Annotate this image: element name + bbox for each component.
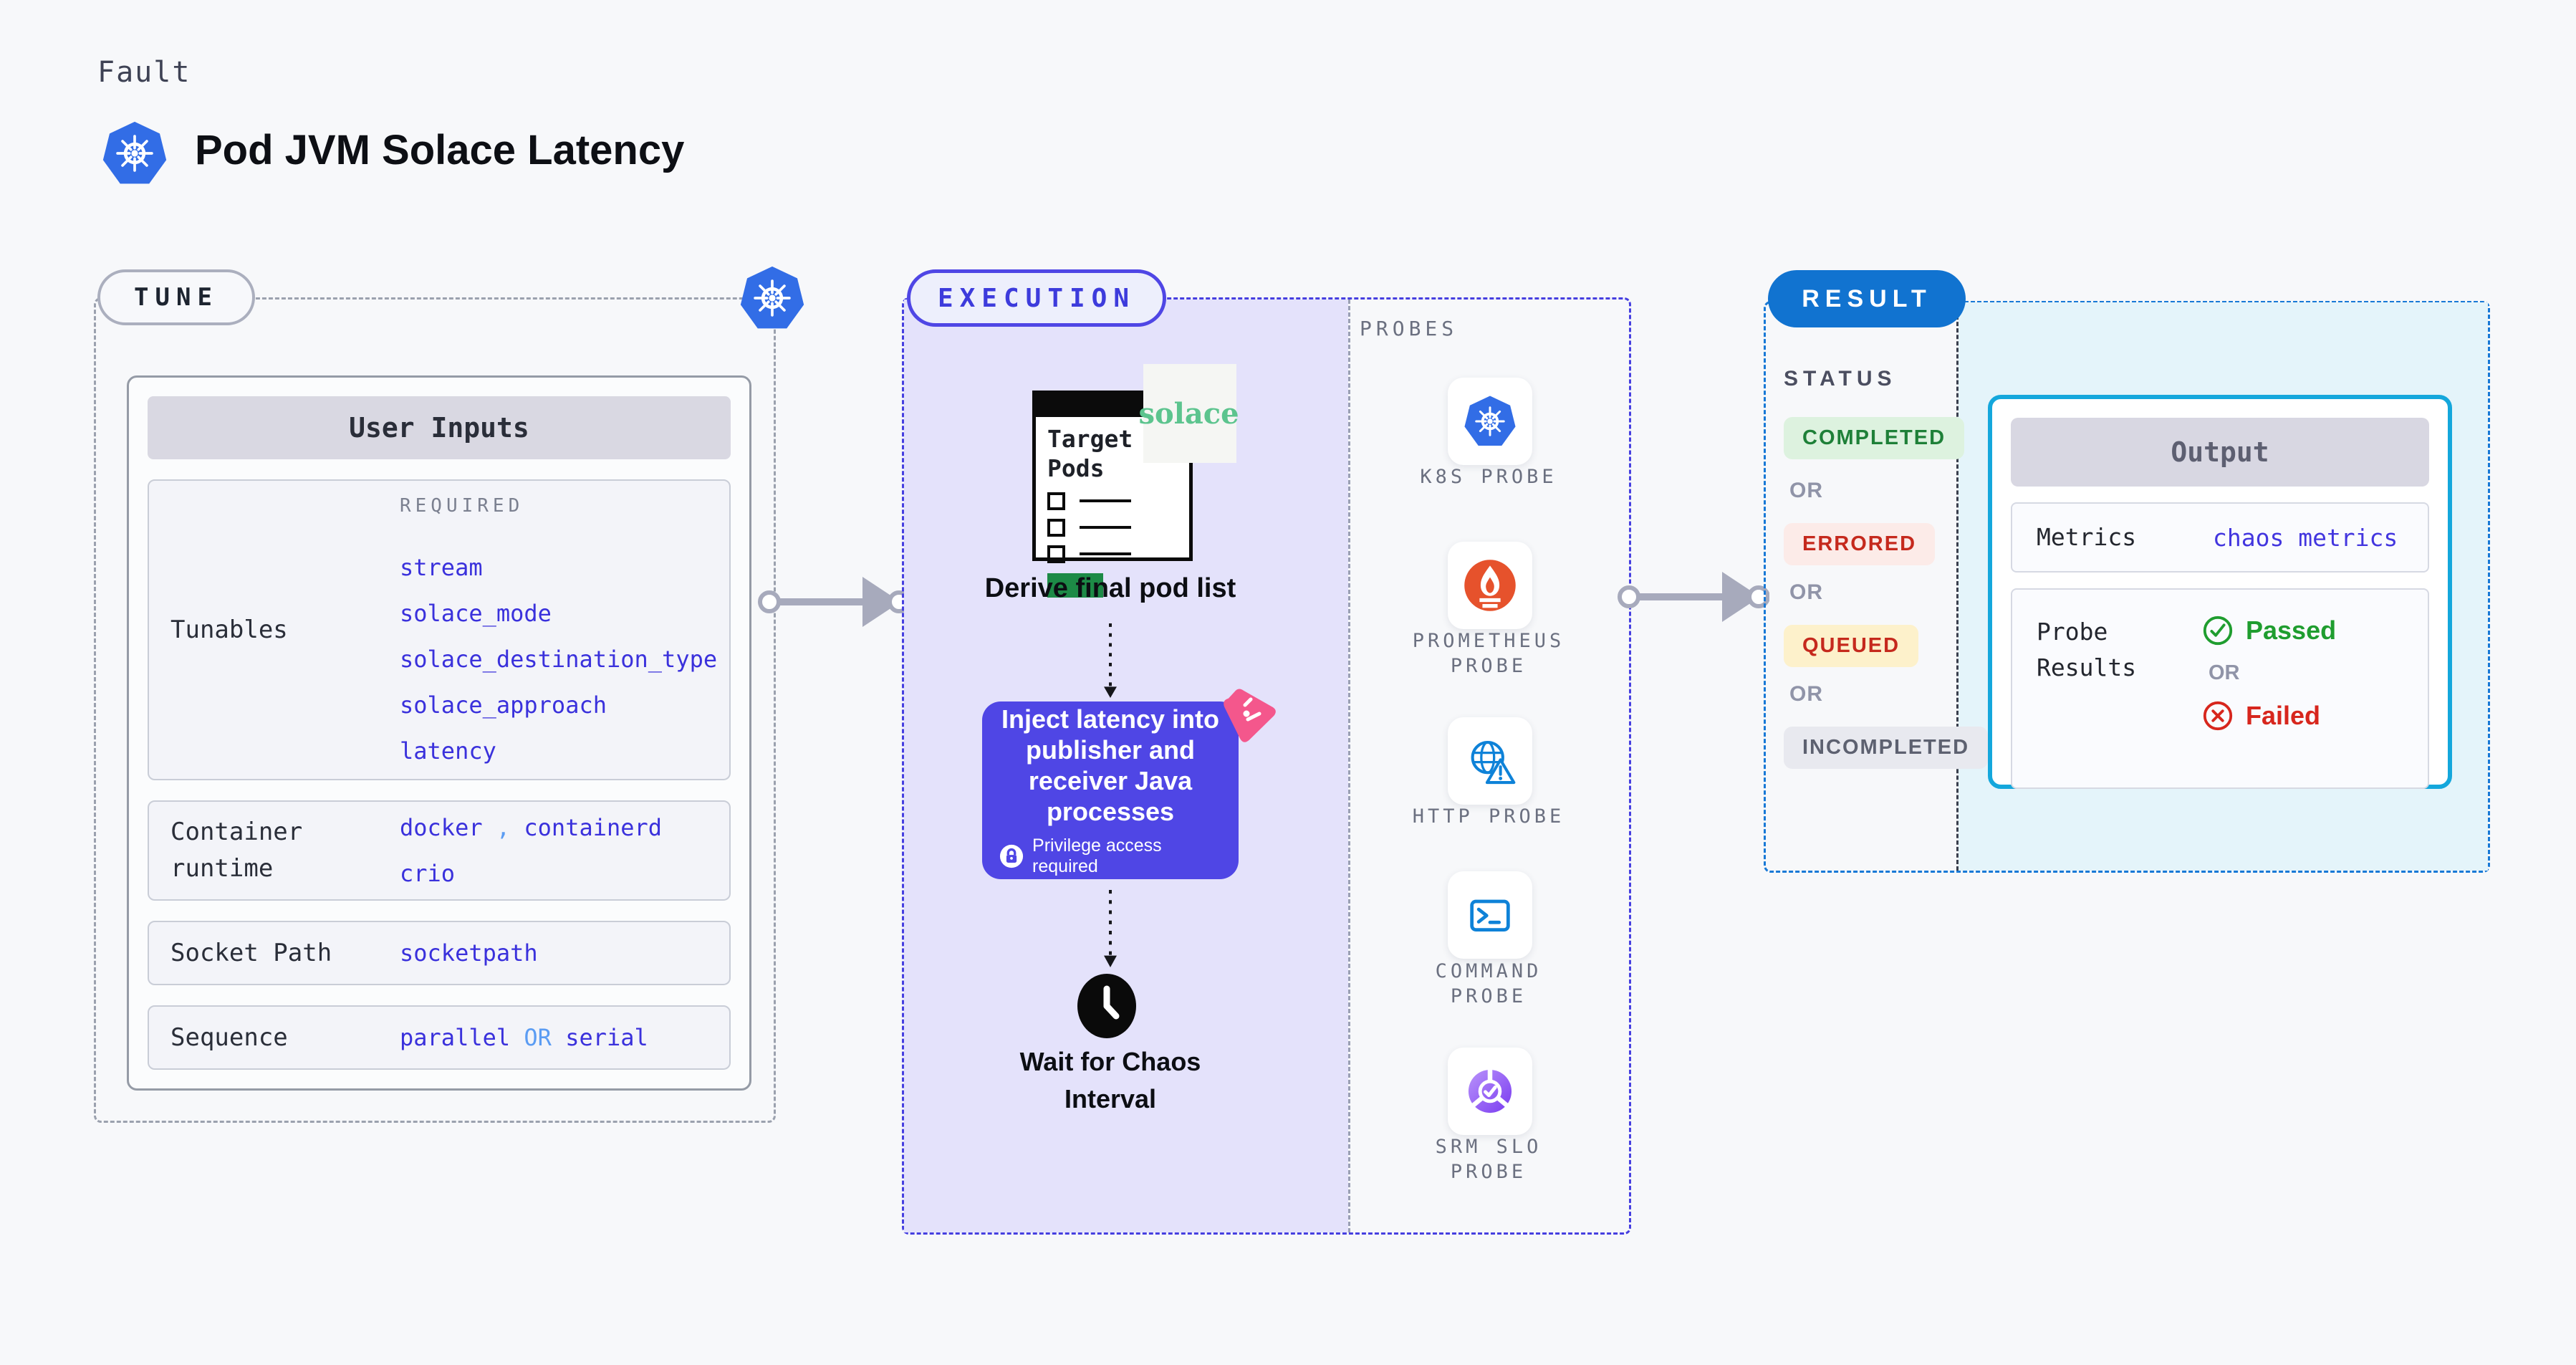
tunable-value: solace_destination_type [400, 646, 718, 673]
k8s-probe-card [1448, 378, 1532, 465]
sequence-label: Sequence [170, 1022, 288, 1052]
http-globe-icon [1471, 740, 1516, 785]
tune-pill: TUNE [97, 269, 255, 325]
wait-chaos-interval-label: Wait for Chaos Interval [1019, 1047, 1201, 1114]
required-heading: REQUIRED [400, 495, 524, 517]
or-label: OR [1789, 682, 1823, 706]
probe-results-label: Probe Results [2037, 618, 2137, 681]
page-title: Pod JVM Solace Latency [195, 127, 685, 173]
tune-to-execution-arrow [758, 570, 910, 634]
list-line [1080, 552, 1131, 555]
check-circle-icon [2203, 616, 2233, 646]
privilege-access-label: Privilege access required [1032, 835, 1162, 877]
socket-path-row: Socket Path socketpath [148, 921, 731, 985]
container-runtime-label: Container runtime [170, 818, 303, 883]
kubernetes-icon [739, 265, 805, 331]
tunables-row: Tunables REQUIRED stream solace_mode sol… [148, 479, 731, 780]
container-runtime-row: Container runtime docker , containerd cr… [148, 800, 731, 901]
status-badge-incompleted: INCOMPLETED [1784, 727, 1989, 769]
status-output-divider [1956, 302, 1959, 871]
status-badge-completed: COMPLETED [1784, 417, 1965, 459]
solace-logo-text: solace [1138, 396, 1239, 431]
tunable-value: solace_mode [400, 600, 552, 627]
or-label: OR [1789, 580, 1823, 604]
http-probe-card [1448, 717, 1532, 805]
prometheus-probe-label: PROMETHEUS PROBE [1412, 630, 1565, 678]
metrics-row: Metrics chaos metrics [2011, 502, 2429, 573]
lock-icon [999, 845, 1024, 868]
container-runtime-values: docker , containerd crio [400, 814, 662, 887]
clock-icon [1077, 974, 1136, 1038]
http-probe-label: HTTP PROBE [1412, 805, 1565, 828]
list-line [1080, 499, 1131, 502]
tunables-values: REQUIRED stream solace_mode solace_desti… [400, 495, 717, 765]
tune-section [94, 297, 776, 1123]
output-title: Output [2011, 418, 2429, 487]
tunable-value: solace_approach [400, 691, 607, 719]
srm-slo-icon [1468, 1068, 1512, 1113]
prometheus-icon [1464, 560, 1516, 611]
x-circle-icon [2203, 701, 2233, 731]
passed-label: Passed [2246, 616, 2337, 645]
checkbox-icon [1047, 492, 1065, 510]
probe-results-row: Probe Results Passed OR Failed [2011, 588, 2429, 789]
checkbox-icon [1047, 545, 1065, 563]
metrics-label: Metrics [2037, 523, 2137, 552]
command-probe-card [1448, 871, 1532, 959]
socket-path-label: Socket Path [170, 938, 332, 967]
runtime-separator: , [496, 814, 511, 841]
green-button [1047, 573, 1103, 598]
execution-pill: EXECUTION [907, 269, 1166, 327]
tunables-label: Tunables [170, 615, 288, 644]
probes-divider [1348, 300, 1350, 1232]
or-label: OR [1789, 479, 1823, 502]
kubernetes-icon [1464, 395, 1517, 448]
runtime-value: containerd [524, 814, 663, 841]
sequence-or: OR [524, 1024, 552, 1051]
execution-to-result-arrow [1618, 565, 1769, 629]
sequence-row: Sequence parallel OR serial [148, 1005, 731, 1070]
sequence-value: parallel [400, 1024, 511, 1051]
srm-slo-probe-label: SRM SLO PROBE [1435, 1136, 1542, 1184]
or-label: OR [2209, 661, 2240, 684]
kubernetes-icon [102, 120, 168, 186]
derive-pod-list-label: Derive final pod list [984, 573, 1236, 603]
output-card: Output Metrics chaos metrics Probe Resul… [1988, 395, 2452, 789]
sequence-value: serial [565, 1024, 648, 1051]
failed-label: Failed [2246, 701, 2321, 730]
status-heading: STATUS [1784, 367, 1897, 391]
socket-path-value: socketpath [400, 939, 538, 967]
runtime-value: docker [400, 814, 483, 841]
checkbox-icon [1047, 518, 1065, 537]
command-probe-label: COMMAND PROBE [1435, 960, 1542, 1008]
metrics-value: chaos metrics [2213, 523, 2398, 552]
runtime-value: crio [400, 860, 456, 887]
flow-arrow-down-icon [1100, 889, 1120, 969]
inject-latency-node: Inject latency into publisher and receiv… [982, 701, 1239, 879]
inject-latency-text: Inject latency into publisher and receiv… [1001, 704, 1220, 827]
result-pill: RESULT [1768, 270, 1966, 327]
user-inputs-card: User Inputs Tunables REQUIRED stream sol… [127, 375, 751, 1091]
chaos-icon [1224, 689, 1276, 742]
status-badge-errored: ERRORED [1784, 523, 1936, 565]
status-badge-queued: QUEUED [1784, 625, 1919, 667]
flow-arrow-down-icon [1100, 622, 1120, 699]
prometheus-probe-card [1448, 542, 1532, 629]
k8s-probe-label: K8S PROBE [1420, 466, 1557, 488]
target-pods-title: Target Pods [1047, 425, 1133, 483]
tunable-value: stream [400, 554, 483, 581]
solace-logo: solace [1138, 364, 1239, 463]
probes-heading: PROBES [1360, 317, 1458, 340]
user-inputs-title: User Inputs [148, 396, 731, 459]
result-section [1764, 301, 2490, 873]
tunable-value: latency [400, 737, 496, 765]
list-line [1080, 526, 1131, 529]
srm-slo-probe-card [1448, 1048, 1532, 1135]
terminal-icon [1470, 899, 1510, 931]
fault-kicker: Fault [97, 56, 191, 89]
